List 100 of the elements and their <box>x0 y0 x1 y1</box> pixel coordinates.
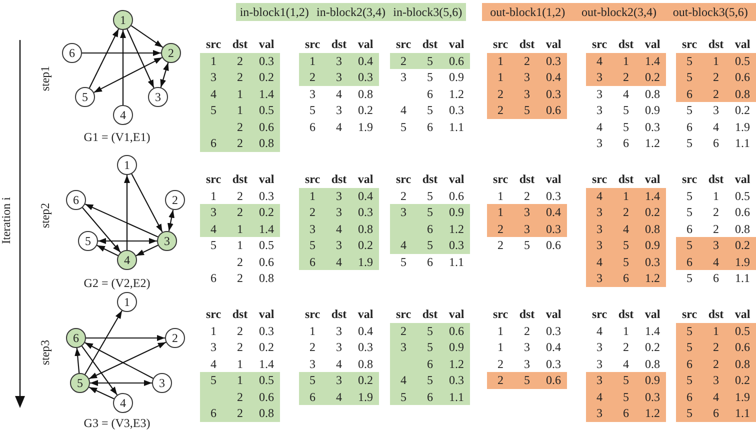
table-cell-text: 0.8 <box>357 356 374 372</box>
table-cell-text: 3 <box>712 102 720 118</box>
column-header: val <box>258 171 276 188</box>
column-header: val <box>544 36 562 52</box>
table-cell: 3 <box>514 220 540 237</box>
table-cell: 1 <box>613 188 639 204</box>
table-cell: 6 <box>417 388 443 405</box>
table-cell-text: 6 <box>426 254 434 270</box>
arrow <box>81 346 118 396</box>
table-cell-text: 5 <box>622 102 630 118</box>
table-cell: 0.3 <box>540 220 567 237</box>
table-cell: 4 <box>703 388 729 405</box>
table-cell: 1 <box>299 188 326 204</box>
column-header: src <box>680 171 698 188</box>
table-cell: 3 <box>703 372 729 388</box>
table-cell-text: 1 <box>210 322 218 339</box>
table-cell: 6 <box>417 356 443 372</box>
table-cell: 3 <box>586 237 613 254</box>
table-cell: 1.4 <box>253 86 280 102</box>
table-cell: 1.2 <box>443 220 470 237</box>
table-cell: 3 <box>586 270 613 286</box>
table-cell: 2 <box>390 52 417 69</box>
table-cell: 6 <box>200 405 227 422</box>
graph-vertex: 1 <box>113 10 133 30</box>
table-cell: 0.2 <box>253 69 280 86</box>
column-header: src <box>590 306 608 322</box>
table-cell-text: 2 <box>712 220 720 237</box>
table-cell-text: 0.2 <box>644 339 661 356</box>
table-cell-text: 3 <box>335 102 343 118</box>
column-header: src <box>492 36 510 52</box>
table-cell-text: 6 <box>622 135 630 152</box>
column-header: val <box>448 306 466 322</box>
iteration-label: Iteration i <box>0 197 14 244</box>
table-cell: 2 <box>299 204 326 220</box>
table-cell-text: 4 <box>596 118 604 135</box>
column-header: dst <box>707 36 725 52</box>
table-cell: 1.4 <box>639 188 666 204</box>
column-header: val <box>544 171 562 188</box>
table-cell: 1 <box>703 52 729 69</box>
table-cell: 1.1 <box>729 405 756 422</box>
column-header: src <box>304 306 322 322</box>
table-cell-text: 0.3 <box>545 356 562 372</box>
table-cell-text: 1.2 <box>448 86 465 102</box>
table-cell: 2 <box>227 118 253 135</box>
table-cell: 0.4 <box>540 69 567 86</box>
table-cell: 0.6 <box>443 322 470 339</box>
double-arrow <box>160 62 169 88</box>
table-cell: 1.9 <box>352 254 379 270</box>
table-cell: 1 <box>227 86 253 102</box>
table-cell: 1.2 <box>639 270 666 286</box>
table-cell: 5 <box>613 254 639 270</box>
table-cell: 5 <box>514 372 540 388</box>
table-cell: 1.4 <box>253 220 280 237</box>
table-cell: 3 <box>586 204 613 220</box>
table-cell: 1 <box>299 52 326 69</box>
arrow <box>88 28 120 88</box>
graph-vertex: 4 <box>113 393 133 413</box>
table-cell-text: 3 <box>308 356 316 372</box>
column-header: dst <box>330 306 348 322</box>
table-cell-text: 5 <box>210 237 218 254</box>
table-cell-text: 4 <box>335 118 343 135</box>
table-cell-text: 2 <box>236 188 244 204</box>
column-header: val <box>448 36 466 52</box>
table-cell: 0.3 <box>253 52 280 69</box>
arrow <box>131 174 163 232</box>
graph-vertex: 6 <box>66 328 86 348</box>
block-title: out-block3(5,6) <box>672 4 748 20</box>
table-cell: 0.3 <box>639 388 666 405</box>
arrow <box>82 207 121 253</box>
table-cell: 2 <box>703 356 729 372</box>
table-cell: 3 <box>326 188 352 204</box>
table-cell: 0.8 <box>729 86 756 102</box>
table-cell-text: 0.3 <box>644 118 661 135</box>
graph-vertex: 2 <box>161 43 181 63</box>
table-cell: 1.9 <box>729 388 756 405</box>
table-cell-text: 6 <box>426 118 434 135</box>
table-cell: 0.3 <box>540 52 567 69</box>
table-cell: 2 <box>514 52 540 69</box>
table-cell: 1 <box>487 52 514 69</box>
table-cell: 5 <box>613 237 639 254</box>
table-cell: 4 <box>586 188 613 204</box>
table-cell-text: 2 <box>308 339 316 356</box>
table-cell: 0.4 <box>540 204 567 220</box>
table-cell-text: 1 <box>712 188 720 204</box>
table-cell: 0.3 <box>639 254 666 270</box>
table-cell: 2 <box>227 52 253 69</box>
column-header: src <box>204 36 222 52</box>
table-cell: 4 <box>613 220 639 237</box>
column-header: val <box>258 306 276 322</box>
table-cell-text: 6 <box>686 118 694 135</box>
arrow <box>84 204 158 238</box>
table-cell: 4 <box>200 86 227 102</box>
table-cell: 3 <box>514 69 540 86</box>
graph-vertex: 6 <box>62 43 82 63</box>
table-cell-text: 0.3 <box>258 188 275 204</box>
table-cell: 6 <box>417 220 443 237</box>
table-cell-text: 0.2 <box>258 339 275 356</box>
table-cell-text: 4 <box>335 356 343 372</box>
column-header: src <box>492 306 510 322</box>
table-cell: 4 <box>703 254 729 270</box>
